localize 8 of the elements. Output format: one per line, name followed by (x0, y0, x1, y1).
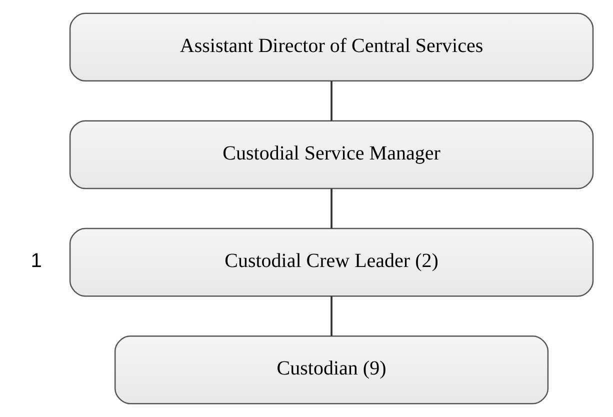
node-box: Custodial Crew Leader (2) (69, 228, 594, 297)
connector (330, 81, 332, 121)
connector (330, 188, 332, 228)
node-box: Custodial Service Manager (69, 120, 594, 190)
node-label: 1 (30, 250, 42, 272)
node-box: Assistant Director of Central Services (69, 12, 594, 82)
connector (330, 296, 332, 336)
node-box: Custodian (9) (114, 335, 549, 404)
